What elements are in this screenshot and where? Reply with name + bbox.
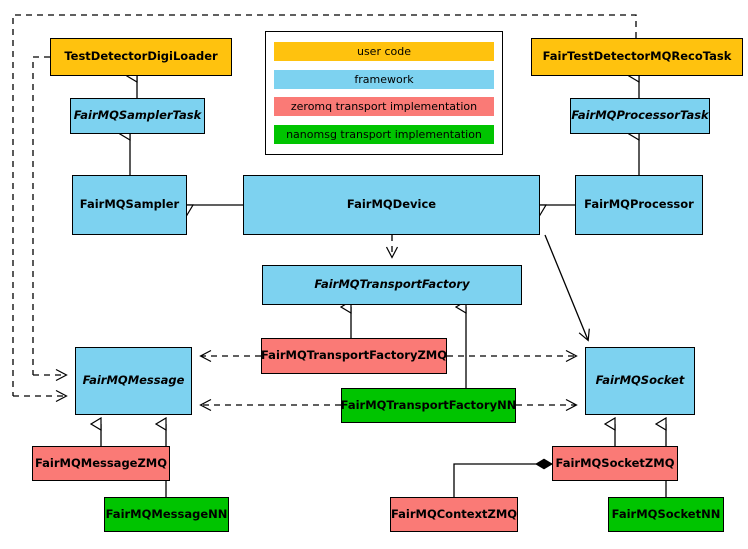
class-node-fairmqdevice[interactable]: FairMQDevice <box>243 175 540 235</box>
class-node-fairmqmessagezmq[interactable]: FairMQMessageZMQ <box>32 446 170 481</box>
class-node-fairmqsampler[interactable]: FairMQSampler <box>72 175 187 235</box>
class-node-fairmqcontextzmq[interactable]: FairMQContextZMQ <box>390 497 518 532</box>
class-node-fairmqmessage[interactable]: FairMQMessage <box>75 347 192 415</box>
class-node-fairmqsamplertask[interactable]: FairMQSamplerTask <box>70 98 205 134</box>
class-node-fairmqprocessortask[interactable]: FairMQProcessorTask <box>570 98 710 134</box>
class-node-testdetectordigiloader[interactable]: TestDetectorDigiLoader <box>50 38 232 76</box>
edge-device-to-socket <box>544 234 590 342</box>
legend: user code framework zeromq transport imp… <box>265 31 503 155</box>
class-node-fairmqsocket[interactable]: FairMQSocket <box>585 347 695 415</box>
edge-contextzmq-to-socketzmq <box>453 458 553 497</box>
edge-digiloader-to-message <box>32 56 68 382</box>
class-node-fairmqtransportfactorynn[interactable]: FairMQTransportFactoryNN <box>341 388 516 423</box>
class-node-fairmqsocketzmq[interactable]: FairMQSocketZMQ <box>552 446 678 481</box>
legend-item-user-code: user code <box>274 42 494 62</box>
class-node-fairtestdetectormqrecotask[interactable]: FairTestDetectorMQRecoTask <box>531 38 743 76</box>
legend-item-framework: framework <box>274 69 494 89</box>
legend-item-nanomsg: nanomsg transport implementation <box>274 124 494 144</box>
class-node-fairmqprocessor[interactable]: FairMQProcessor <box>575 175 703 235</box>
class-node-fairmqtransportfactory[interactable]: FairMQTransportFactory <box>262 265 522 305</box>
class-node-fairmqtransportfactoryzmq[interactable]: FairMQTransportFactoryZMQ <box>261 338 447 374</box>
class-node-fairmqsocketnn[interactable]: FairMQSocketNN <box>608 497 724 532</box>
legend-item-zeromq: zeromq transport implementation <box>274 97 494 117</box>
class-node-fairmqmessagenn[interactable]: FairMQMessageNN <box>104 497 229 532</box>
